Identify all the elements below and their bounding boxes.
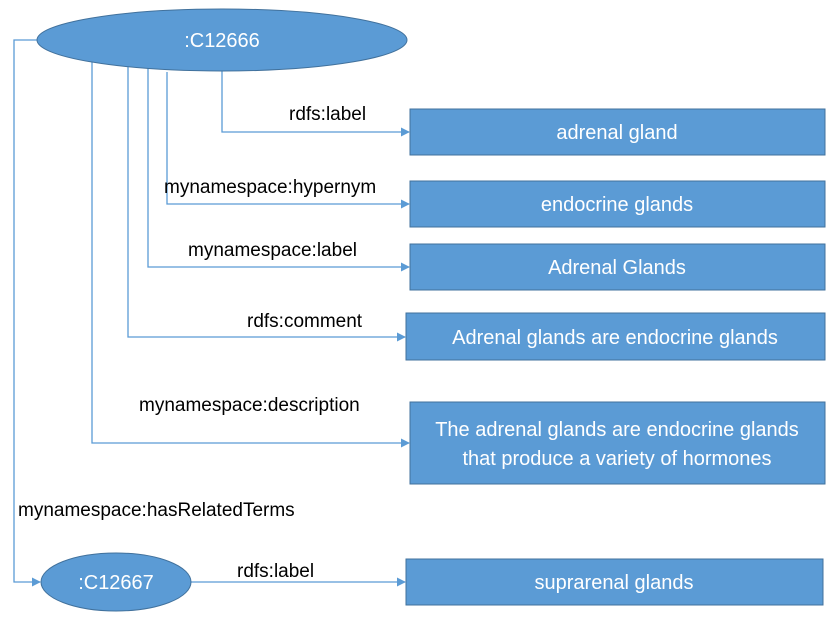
literal-adrenal-gland: adrenal gland [409, 108, 826, 156]
literal-comment: Adrenal glands are endocrine glands [405, 312, 826, 361]
node-c12667-shape [40, 552, 192, 612]
node-c12667: :C12667 [40, 552, 192, 612]
edge-label-rdfs-comment: rdfs:comment [247, 311, 363, 332]
literal-suprarenal-glands-box [405, 558, 824, 606]
node-c12667-label: :C12667 [78, 572, 154, 594]
edge-label-mynamespace-label: mynamespace:label [188, 240, 357, 261]
edge-rdfs-label-1 [221, 70, 410, 137]
edge-label-has-related-terms: mynamespace:hasRelatedTerms [18, 500, 295, 521]
edge-label-rdfs-label-2: rdfs:label [237, 561, 314, 582]
edge-label-description: mynamespace:description [139, 395, 360, 416]
literal-endocrine-glands-box [409, 180, 826, 228]
node-c12666: :C12666 [36, 8, 408, 72]
edge-mynamespace-label [147, 68, 410, 272]
edge-description [91, 60, 410, 448]
edge-rdfs-comment [127, 66, 406, 342]
literal-description-line-2: that produce a variety of hormones [462, 448, 771, 470]
literal-description-box [409, 401, 826, 485]
node-c12666-shape [36, 8, 408, 72]
literal-adrenal-glands-text: Adrenal Glands [548, 257, 686, 279]
edge-label-rdfs-label-1: rdfs:label [289, 104, 366, 125]
literal-comment-text: Adrenal glands are endocrine glands [452, 327, 778, 349]
literal-comment-box [405, 312, 826, 361]
literal-suprarenal-glands-text: suprarenal glands [535, 572, 694, 594]
edge-hypernym [166, 72, 410, 209]
literal-adrenal-glands: Adrenal Glands [409, 243, 826, 291]
edge-label-hypernym: mynamespace:hypernym [164, 177, 376, 198]
literal-endocrine-glands-text: endocrine glands [541, 194, 693, 216]
literal-endocrine-glands: endocrine glands [409, 180, 826, 228]
edge-labels: rdfs:label mynamespace:hypernym mynamesp… [18, 104, 376, 582]
literal-adrenal-gland-text: adrenal gland [556, 122, 677, 144]
literal-adrenal-glands-box [409, 243, 826, 291]
literal-adrenal-gland-box [409, 108, 826, 156]
literal-suprarenal-glands: suprarenal glands [405, 558, 824, 606]
edges [13, 39, 410, 587]
node-c12666-label: :C12666 [184, 30, 260, 52]
literal-description: The adrenal glands are endocrine glands … [409, 401, 826, 485]
literal-description-line-1: The adrenal glands are endocrine glands [435, 419, 799, 441]
edge-has-related-terms [13, 39, 41, 587]
